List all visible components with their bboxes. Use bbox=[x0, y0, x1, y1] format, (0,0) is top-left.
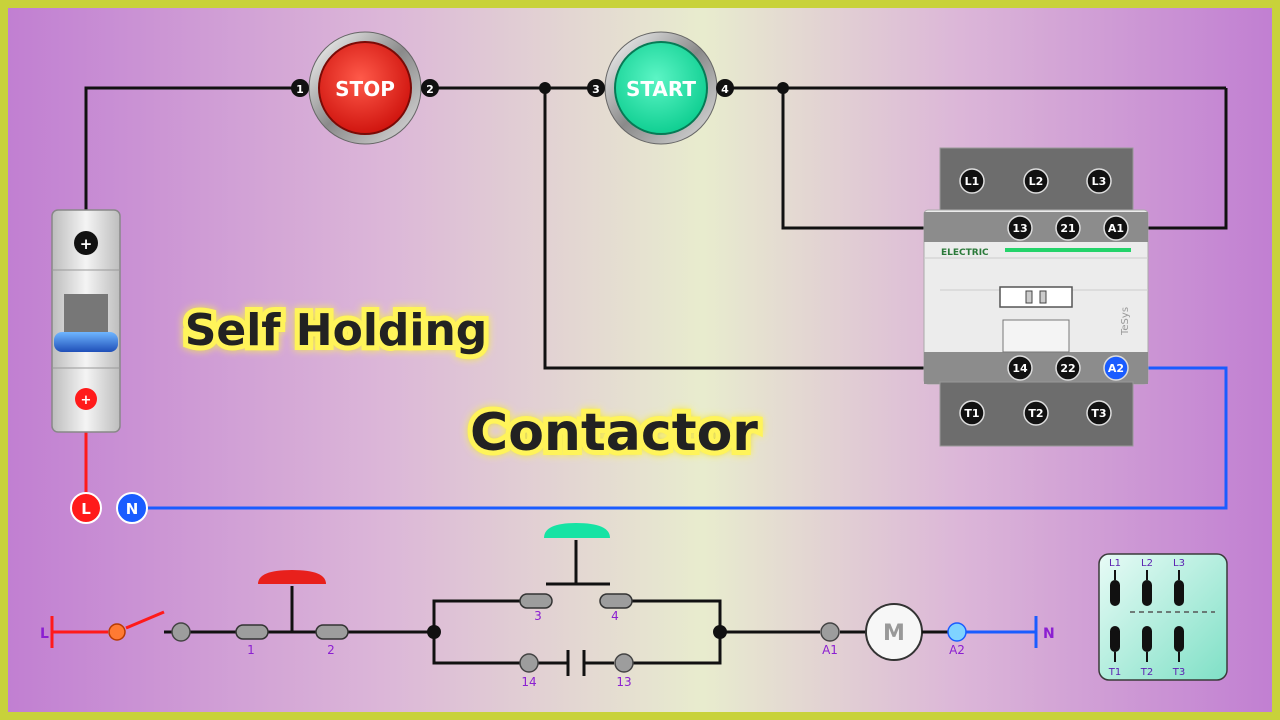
symbol-top-label: L2 bbox=[1141, 558, 1153, 569]
coil-a2-label: A2 bbox=[949, 643, 965, 657]
schematic-stop-button bbox=[258, 570, 326, 584]
symbol-pole-lower bbox=[1110, 626, 1120, 652]
coil-a1-terminal bbox=[820, 622, 840, 642]
breaker-lever[interactable] bbox=[54, 332, 118, 352]
start-pushbutton[interactable]: START bbox=[604, 31, 718, 145]
start-label: START bbox=[626, 77, 696, 101]
motor-symbol: M bbox=[865, 603, 923, 661]
schematic-line-side bbox=[50, 610, 165, 648]
contactor-terminal-13: 13 bbox=[1007, 215, 1033, 241]
svg-text:21: 21 bbox=[1060, 222, 1075, 235]
svg-text:L: L bbox=[81, 500, 91, 518]
svg-text:4: 4 bbox=[721, 83, 729, 96]
svg-text:T2: T2 bbox=[1028, 407, 1043, 420]
svg-text:L3: L3 bbox=[1092, 175, 1107, 188]
neutral-wire bbox=[132, 366, 1228, 510]
contactor-terminal-l2: L2 bbox=[1023, 168, 1049, 194]
symbol-bottom-label: T1 bbox=[1108, 667, 1121, 678]
wiring-top bbox=[84, 86, 1228, 370]
holding-contact-13-label: 13 bbox=[616, 675, 631, 689]
title-contactor: Contactor bbox=[470, 403, 758, 463]
contactor-terminal-14: 14 bbox=[1007, 355, 1033, 381]
breaker-top-terminal: + bbox=[74, 231, 98, 255]
holding-contact-13 bbox=[614, 653, 634, 673]
stop-pushbutton[interactable]: STOP bbox=[308, 31, 422, 145]
svg-text:+: + bbox=[81, 393, 92, 408]
symbol-pole-lower bbox=[1174, 626, 1184, 652]
circuit-breaker[interactable] bbox=[51, 209, 121, 433]
contactor-terminal-l3: L3 bbox=[1086, 168, 1112, 194]
svg-text:L2: L2 bbox=[1029, 175, 1044, 188]
symbol-bottom-label: T3 bbox=[1172, 667, 1185, 678]
contactor-terminal-22: 22 bbox=[1055, 355, 1081, 381]
stop-contact-1-label: 1 bbox=[247, 643, 255, 657]
supply-line-terminal: L bbox=[70, 492, 102, 524]
svg-text:L1: L1 bbox=[965, 175, 980, 188]
symbol-top-label: L1 bbox=[1109, 558, 1121, 569]
start-contact-3-label: 3 bbox=[534, 609, 542, 623]
schematic-switch-contact bbox=[108, 623, 126, 641]
coil-a1-label: A1 bbox=[822, 643, 838, 657]
contactor-terminal-t1: T1 bbox=[959, 400, 985, 426]
supply-neutral-terminal: N bbox=[116, 492, 148, 524]
symbol-pole-upper bbox=[1142, 580, 1152, 606]
start-contact-4 bbox=[599, 593, 633, 609]
svg-text:3: 3 bbox=[592, 83, 600, 96]
start-terminal-4: 4 bbox=[716, 79, 734, 97]
svg-text:M: M bbox=[883, 621, 905, 646]
contactor-model: TeSys bbox=[1120, 307, 1131, 336]
schematic-wiring bbox=[190, 540, 866, 676]
breaker-bottom-terminal: + bbox=[75, 388, 97, 410]
stop-contact-2-label: 2 bbox=[327, 643, 335, 657]
svg-text:A2: A2 bbox=[1108, 362, 1124, 375]
start-contact-4-label: 4 bbox=[611, 609, 619, 623]
contactor-terminal-a1: A1 bbox=[1103, 215, 1129, 241]
junction-dot bbox=[427, 625, 441, 639]
contactor-terminal-l1: L1 bbox=[959, 168, 985, 194]
contactor-terminal-t2: T2 bbox=[1023, 400, 1049, 426]
contactor-brand: ELECTRIC bbox=[941, 248, 989, 258]
schematic-start-button bbox=[544, 523, 610, 538]
schematic-neutral-side bbox=[966, 616, 1038, 648]
start-terminal-3: 3 bbox=[587, 79, 605, 97]
symbol-bottom-label: T2 bbox=[1140, 667, 1153, 678]
symbol-pole-upper bbox=[1174, 580, 1184, 606]
junction-dot bbox=[713, 625, 727, 639]
holding-contact-14 bbox=[519, 653, 539, 673]
stop-label: STOP bbox=[335, 77, 395, 101]
schematic-l-label: L bbox=[40, 626, 49, 642]
coil-a2-terminal bbox=[947, 622, 967, 642]
svg-text:N: N bbox=[126, 500, 139, 518]
contactor-terminal-t3: T3 bbox=[1086, 400, 1112, 426]
svg-text:2: 2 bbox=[426, 83, 434, 96]
stop-terminal-1: 1 bbox=[291, 79, 309, 97]
start-contact-3 bbox=[519, 593, 553, 609]
stop-contact-2 bbox=[315, 624, 349, 640]
symbol-pole-lower bbox=[1142, 626, 1152, 652]
contactor-terminal-a2: A2 bbox=[1103, 355, 1129, 381]
symbol-top-label: L3 bbox=[1173, 558, 1185, 569]
contactor-terminal-21: 21 bbox=[1055, 215, 1081, 241]
svg-text:A1: A1 bbox=[1108, 222, 1124, 235]
contactor-body[interactable] bbox=[923, 147, 1149, 447]
schematic-n-label: N bbox=[1043, 626, 1055, 642]
title-self-holding: Self Holding bbox=[185, 305, 488, 356]
svg-text:1: 1 bbox=[296, 83, 304, 96]
symbol-pole-upper bbox=[1110, 580, 1120, 606]
junction-dot bbox=[777, 82, 789, 94]
svg-text:T1: T1 bbox=[964, 407, 979, 420]
svg-text:T3: T3 bbox=[1091, 407, 1106, 420]
svg-text:+: + bbox=[80, 235, 93, 253]
holding-contact-14-label: 14 bbox=[521, 675, 536, 689]
svg-text:14: 14 bbox=[1012, 362, 1028, 375]
svg-text:22: 22 bbox=[1060, 362, 1075, 375]
junction-dot bbox=[539, 82, 551, 94]
stop-terminal-2: 2 bbox=[421, 79, 439, 97]
stop-contact-1 bbox=[235, 624, 269, 640]
schematic-switch-terminal bbox=[171, 622, 191, 642]
svg-text:13: 13 bbox=[1012, 222, 1027, 235]
